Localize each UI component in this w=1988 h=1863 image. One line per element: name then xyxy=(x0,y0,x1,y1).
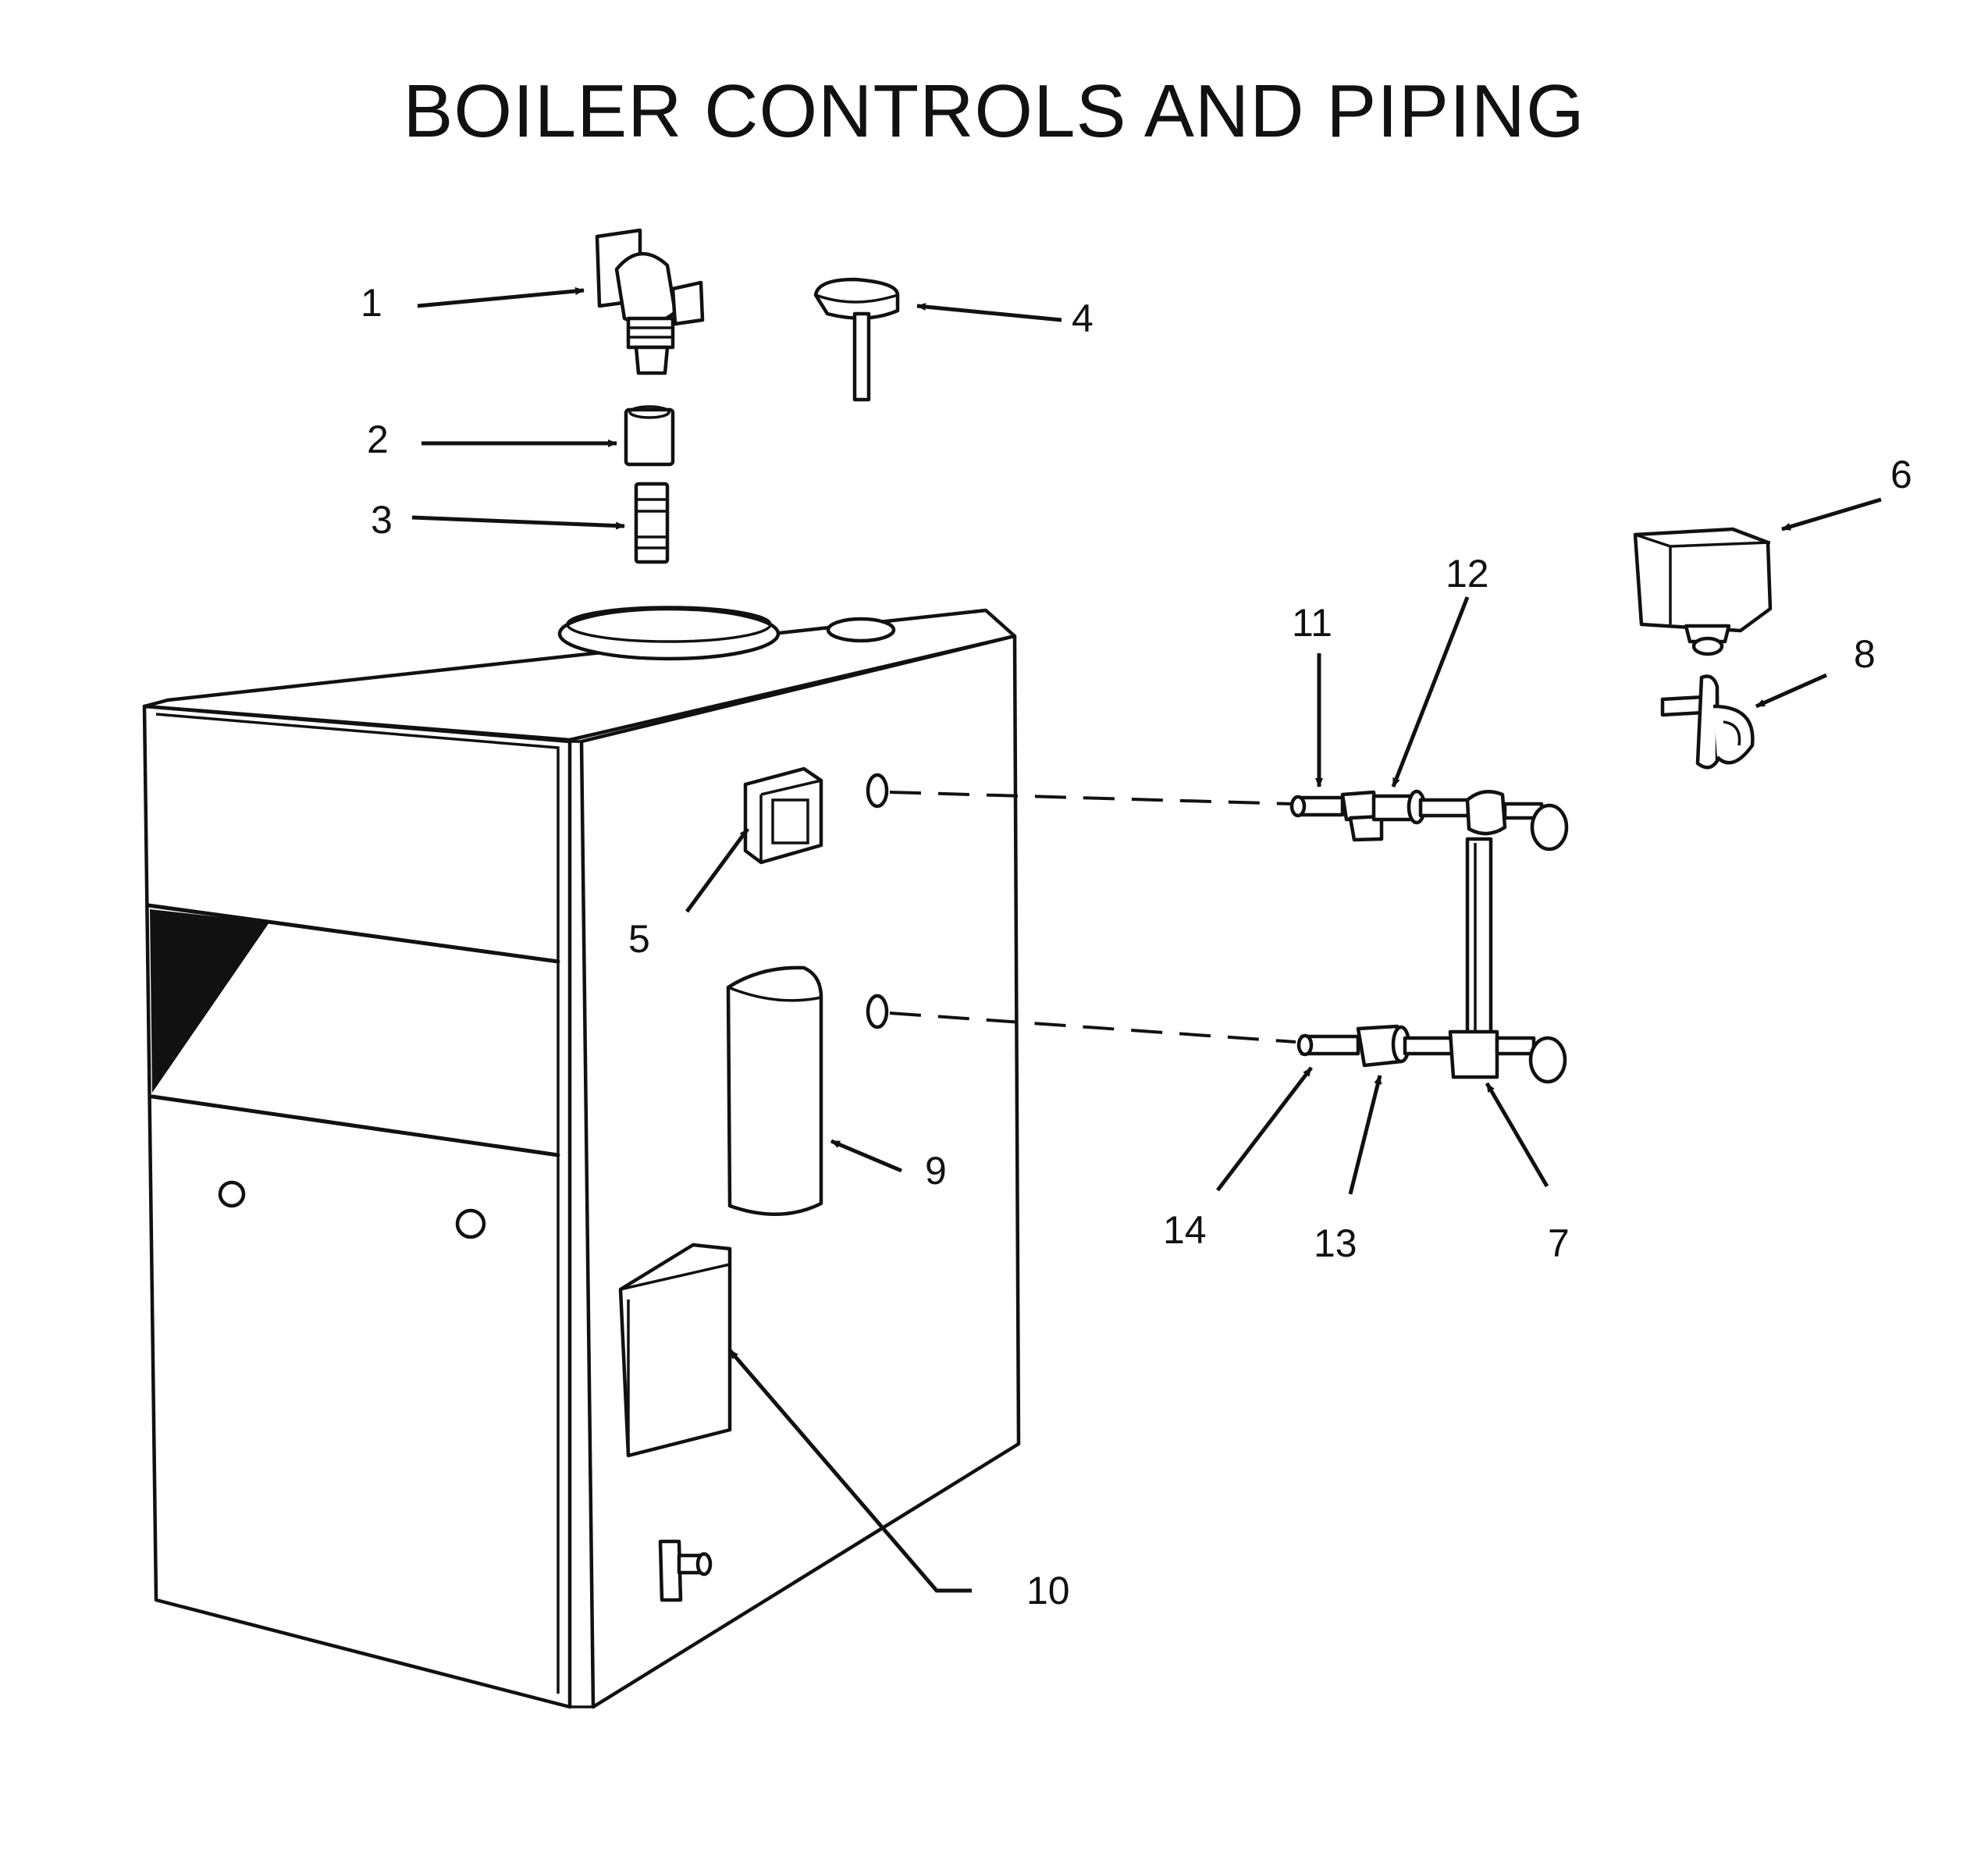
diagram-title: BOILER CONTROLS AND PIPING xyxy=(403,69,1585,153)
callout-13: 13 xyxy=(1314,1221,1357,1265)
callout-7: 7 xyxy=(1548,1221,1570,1265)
callout-1: 1 xyxy=(361,281,382,325)
part-5-gauge xyxy=(743,766,823,865)
part-4-thermometer xyxy=(813,277,900,402)
part-9-cover xyxy=(726,965,823,1216)
boiler-cabinet xyxy=(142,606,1021,1709)
callout-4: 4 xyxy=(1072,297,1094,340)
part-10-control-box xyxy=(618,1243,732,1458)
callout-8: 8 xyxy=(1854,632,1876,676)
callout-3: 3 xyxy=(371,498,393,542)
callout-leaders xyxy=(411,287,1882,1593)
callout-14: 14 xyxy=(1163,1208,1207,1252)
part-1-relief-valve xyxy=(595,228,705,375)
callout-9: 9 xyxy=(925,1149,947,1193)
callout-11: 11 xyxy=(1292,601,1332,645)
callout-10: 10 xyxy=(1026,1569,1070,1612)
part-2-coupling xyxy=(624,405,675,467)
callout-numbers: 1 2 3 4 5 6 7 8 9 10 11 12 13 14 xyxy=(361,281,1912,1612)
callout-5: 5 xyxy=(628,917,650,961)
part-6-control xyxy=(1633,527,1773,656)
part-8-well xyxy=(1660,674,1755,770)
callout-12: 12 xyxy=(1446,552,1489,596)
callout-6: 6 xyxy=(1890,453,1912,496)
part-3-nipple xyxy=(634,482,670,564)
callout-2: 2 xyxy=(367,418,389,461)
connection-lines xyxy=(889,791,1296,1043)
piping-assembly xyxy=(1289,789,1569,1084)
